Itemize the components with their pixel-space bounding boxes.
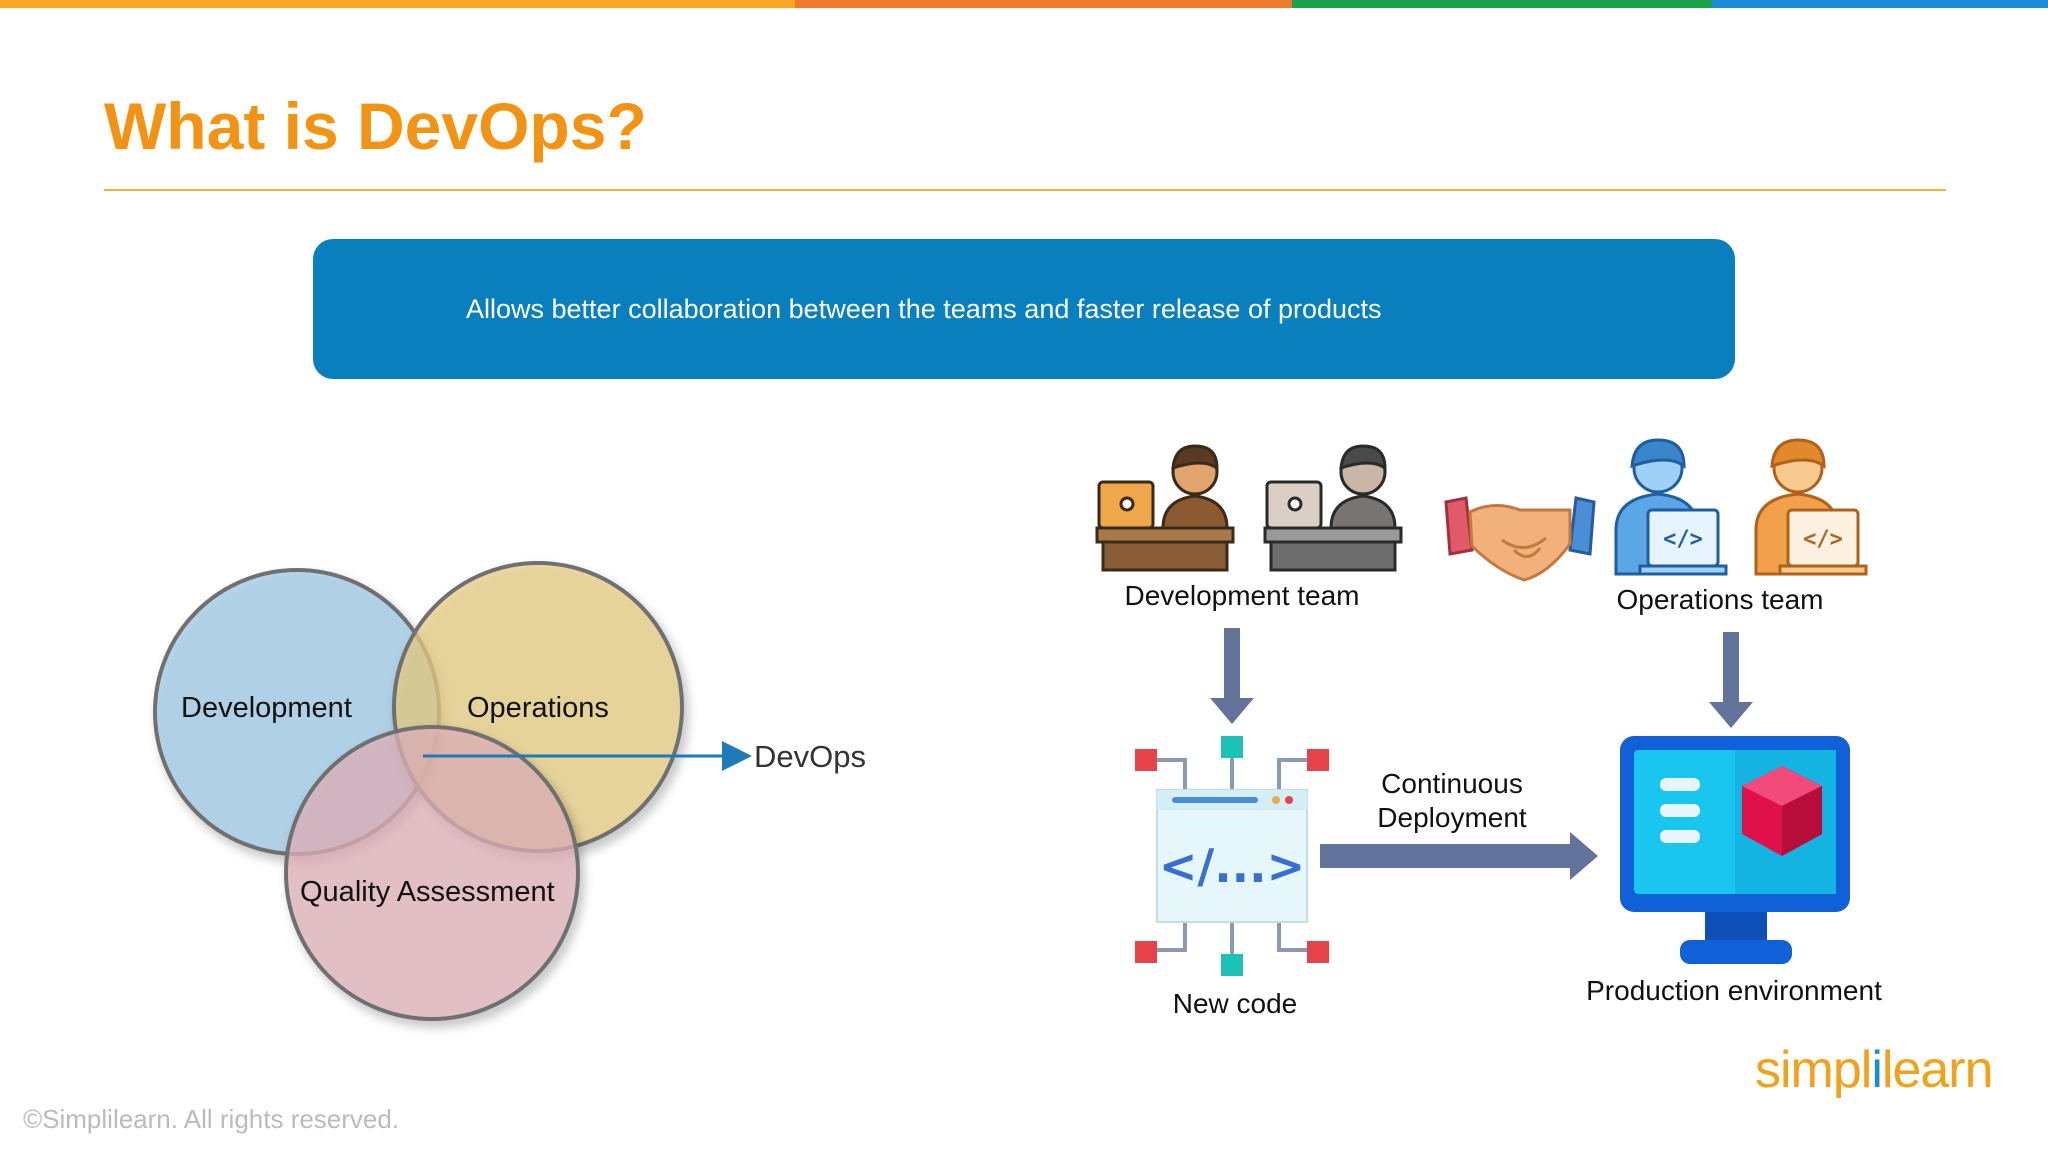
summary-banner: Allows better collaboration between the … [313, 239, 1735, 379]
top-bar-orange [0, 0, 795, 8]
developer-icon [1263, 444, 1403, 572]
operator-icon: </> [1754, 438, 1868, 576]
title-underline [104, 189, 1946, 191]
code-icon: </...> [1135, 736, 1329, 976]
banner-text: Allows better collaboration between the … [466, 294, 1382, 324]
handshake-icon [1444, 496, 1596, 582]
slide-title: What is DevOps? [104, 89, 647, 163]
logo-part-1: simpl [1755, 1041, 1872, 1099]
deployment-label-line1: Continuous [1381, 768, 1523, 799]
copyright-text: ©Simplilearn. All rights reserved. [23, 1104, 400, 1134]
svg-text:</>: </> [1663, 527, 1703, 552]
logo-part-2: i [1871, 1041, 1883, 1099]
top-bar-green [1292, 0, 1712, 8]
simplilearn-logo: simplilearn [1755, 1040, 1994, 1100]
production-label: Production environment [1586, 975, 1882, 1006]
venn-label-quality-assessment: Quality Assessment [300, 876, 555, 908]
venn-label-development: Development [181, 692, 352, 724]
logo-part-3: learn [1881, 1041, 1994, 1099]
svg-text:</...>: </...> [1159, 839, 1305, 893]
ops-to-production-arrow [1709, 632, 1753, 728]
developer-icon [1095, 444, 1235, 572]
devops-label: DevOps [754, 739, 866, 774]
svg-text:</>: </> [1803, 527, 1843, 552]
top-color-bar [0, 0, 2048, 8]
venn-circle-quality-assessment [284, 725, 580, 1021]
deployment-label-line2: Deployment [1377, 802, 1527, 833]
dev-team-label: Development team [1124, 580, 1360, 611]
venn-diagram [153, 561, 752, 1021]
operator-icon: </> [1614, 438, 1728, 576]
new-code-label: New code [1172, 988, 1298, 1019]
production-monitor-icon [1620, 736, 1850, 964]
top-bar-blue [1712, 0, 2048, 8]
top-bar-red-orange [795, 0, 1292, 8]
dev-to-code-arrow [1210, 628, 1254, 724]
venn-label-operations: Operations [467, 692, 609, 724]
deployment-arrow [1320, 832, 1598, 880]
ops-team-label: Operations team [1616, 584, 1824, 615]
